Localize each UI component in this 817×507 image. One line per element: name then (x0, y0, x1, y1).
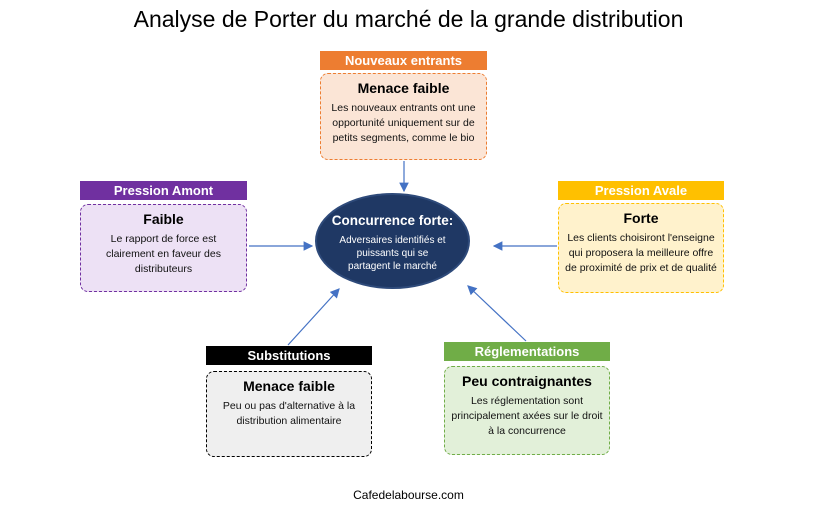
box-reglementations: Peu contraignantes Les réglementation so… (444, 366, 610, 455)
box-title: Forte (623, 210, 659, 226)
box-text: Le rapport de force est clairement en fa… (106, 233, 221, 275)
header-nouveaux-entrants: Nouveaux entrants (320, 51, 487, 70)
box-text: Les réglementation sont principalement a… (451, 395, 603, 437)
footer-source: Cafedelabourse.com (353, 488, 464, 502)
box-pression-amont: Faible Le rapport de force est clairemen… (80, 204, 247, 292)
box-title: Menace faible (357, 80, 450, 96)
center-title: Concurrence forte: (331, 213, 454, 228)
center-text: Adversaires identifiés et puissants qui … (339, 235, 446, 272)
box-text: Les clients choisiront l'enseigne qui pr… (565, 232, 717, 274)
header-reglementations: Réglementations (444, 342, 610, 361)
box-pression-avale: Forte Les clients choisiront l'enseigne … (558, 203, 724, 293)
header-substitutions: Substitutions (206, 346, 372, 365)
center-ellipse: Concurrence forte: Adversaires identifié… (315, 193, 470, 289)
header-pression-amont: Pression Amont (80, 181, 247, 200)
box-text: Peu ou pas d'alternative à la distributi… (222, 400, 356, 427)
box-title: Peu contraignantes (462, 373, 592, 389)
box-text: Les nouveaux entrants ont une opportunit… (331, 102, 476, 144)
box-title: Faible (143, 211, 184, 227)
box-substitutions: Menace faible Peu ou pas d'alternative à… (206, 371, 372, 457)
arrow-bottom-left (287, 288, 340, 346)
diagram-title: Analyse de Porter du marché de la grande… (133, 6, 684, 32)
box-nouveaux-entrants: Menace faible Les nouveaux entrants ont … (320, 73, 487, 160)
box-title: Menace faible (243, 378, 335, 394)
header-pression-avale: Pression Avale (558, 181, 724, 200)
arrow-bottom-right (467, 285, 527, 342)
